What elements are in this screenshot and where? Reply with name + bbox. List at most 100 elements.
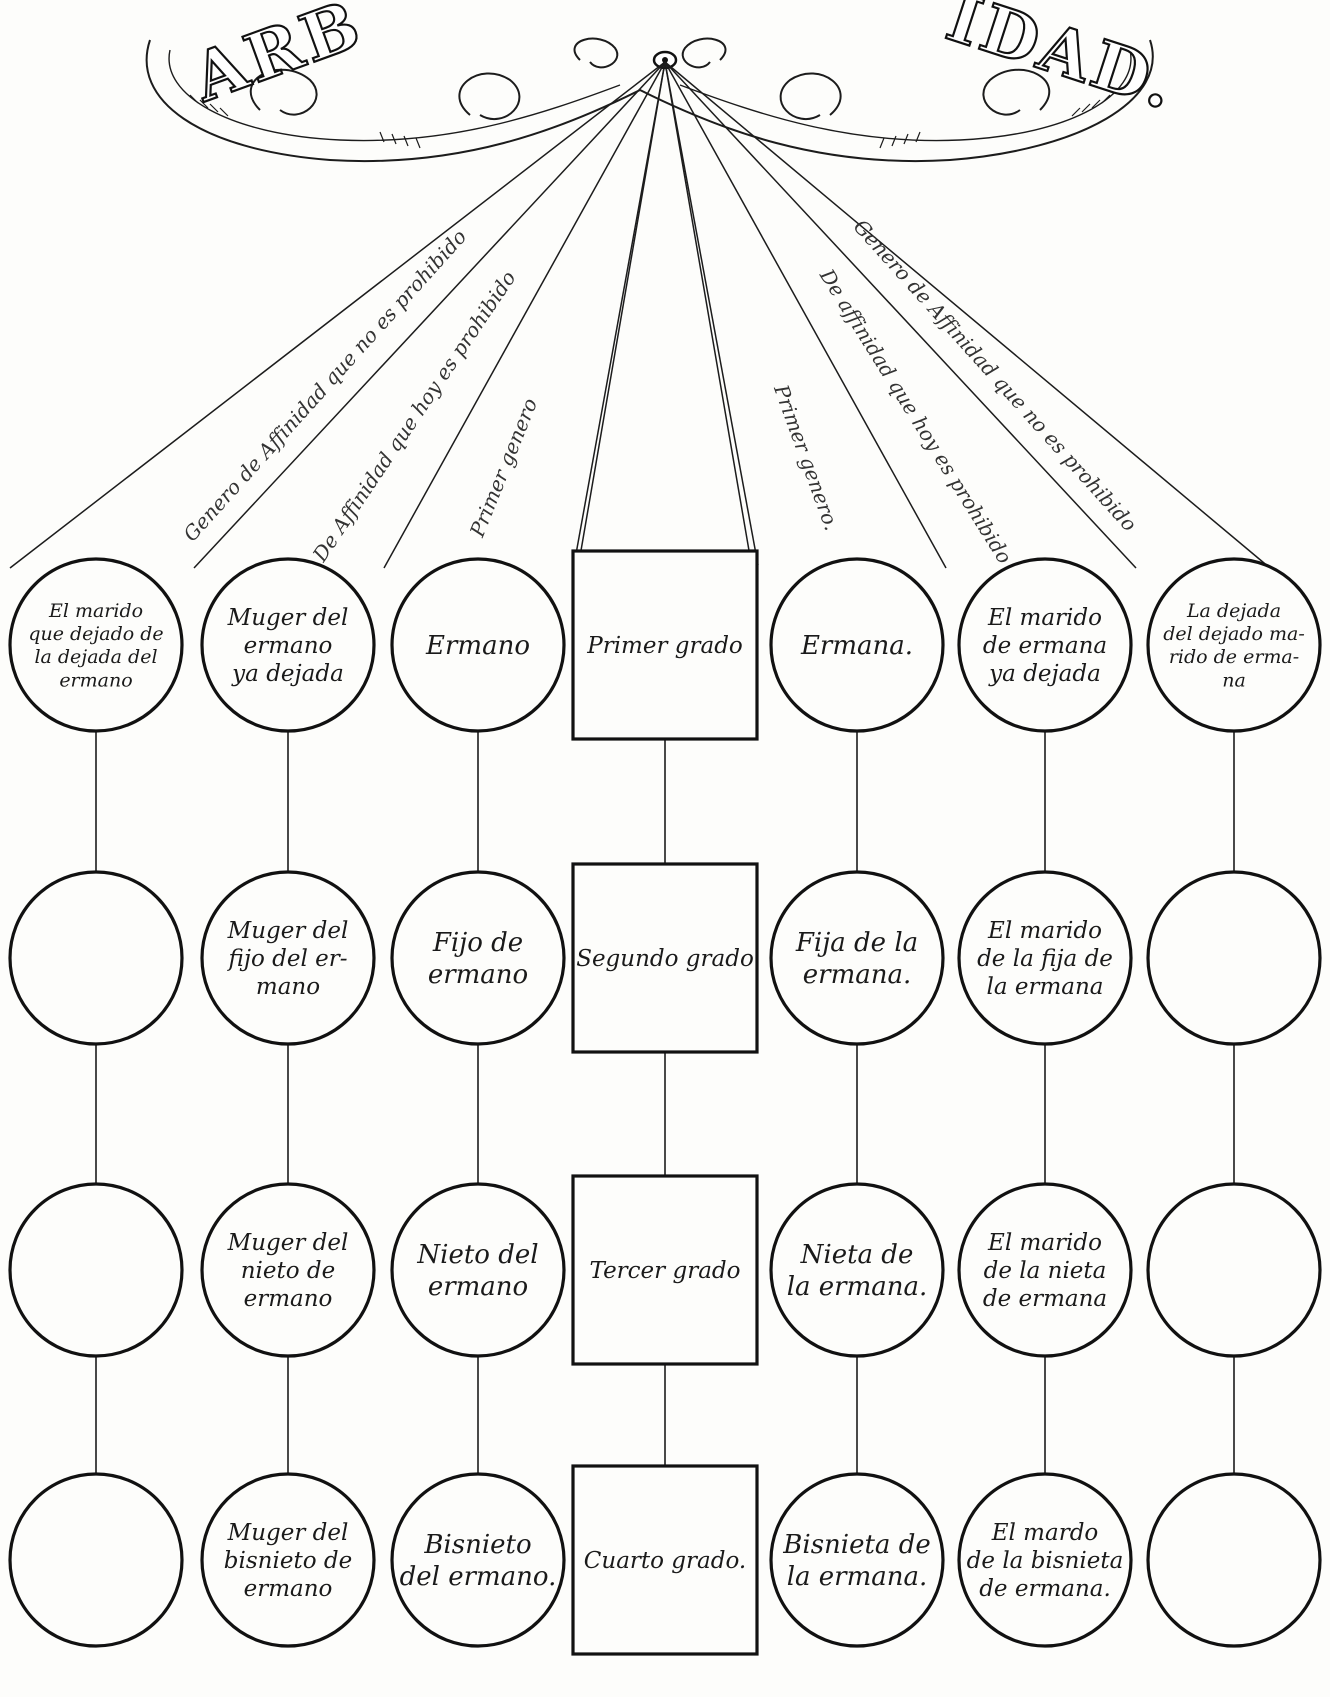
ray-line (9, 61, 666, 569)
apex-dot (662, 57, 668, 63)
connectors-layer (95, 731, 1235, 1474)
relation-node: Ermana. (769, 557, 945, 733)
relation-node (1146, 870, 1322, 1046)
relation-circle (200, 1182, 376, 1358)
node-text-line: que dejado de (28, 623, 163, 645)
node-text-line: na (1222, 669, 1246, 691)
relation-node (1146, 1182, 1322, 1358)
relation-circle (957, 557, 1133, 733)
rays-layer (9, 61, 1271, 569)
relation-circle (8, 1182, 184, 1358)
relation-circle (200, 1472, 376, 1648)
ray-line (664, 61, 753, 569)
ray-line (573, 61, 666, 566)
relation-circle (8, 870, 184, 1046)
grade-rect (571, 549, 759, 741)
grade-box: Primer grado (571, 549, 759, 741)
node-text-line: Ermano (425, 631, 530, 661)
node-text-line: bisnieto de (224, 1548, 352, 1574)
node-text-line: Nieto del (416, 1240, 538, 1270)
node-text-line: Muger del (227, 605, 349, 631)
relation-circle (390, 1472, 566, 1648)
relation-circle (1146, 1472, 1322, 1648)
relation-node (1146, 1472, 1322, 1648)
node-text-line: Fija de la (795, 928, 918, 958)
node-text-line: Ermana. (800, 631, 913, 661)
ray-line (383, 61, 666, 569)
node-text-line: Fijo de (432, 928, 523, 958)
relation-circle (8, 1472, 184, 1648)
ray-line (664, 61, 1271, 569)
relation-circle (200, 557, 376, 733)
node-text-line: del dejado ma- (1163, 623, 1305, 645)
grade-rect (571, 1174, 759, 1366)
node-text-line: Nieta de (800, 1240, 914, 1270)
node-text-line: Segundo grado (576, 946, 754, 972)
relation-circle (200, 870, 376, 1046)
ray-line (664, 61, 759, 566)
node-text-line: El marido (987, 605, 1102, 631)
band-labels-layer: Genero de Affinidad que no es prohibidoD… (178, 215, 1141, 568)
node-text-line: de ermana. (979, 1576, 1111, 1602)
relation-circle (1146, 870, 1322, 1046)
node-text-line: El marido (987, 918, 1102, 944)
relation-circle (769, 557, 945, 733)
ray-line (664, 61, 1137, 569)
title-flourish-ornament (145, 37, 1154, 163)
node-text-line: Primer grado (586, 633, 743, 659)
relation-circle (957, 1472, 1133, 1648)
node-text-line: Muger del (227, 918, 349, 944)
node-text-line: El marido (48, 600, 143, 622)
node-text-line: ermano (244, 1576, 333, 1602)
node-text-line: la ermana. (787, 1562, 928, 1592)
grade-rect (571, 1464, 759, 1656)
node-text-line: de ermana (983, 1286, 1107, 1312)
node-text-line: fijo del er- (226, 946, 347, 972)
title-left-fragment: ARB (182, 0, 373, 117)
band-label: Primer genero (464, 395, 542, 541)
node-text-line: Bisnieta de (782, 1530, 930, 1560)
node-text-line: Tercer grado (590, 1258, 741, 1284)
node-text-line: del ermano. (400, 1562, 557, 1592)
relation-circle (1146, 557, 1322, 733)
relation-circle (8, 557, 184, 733)
node-text-line: la ermana (986, 974, 1103, 1000)
relation-node (8, 870, 184, 1046)
node-text-line: La dejada (1186, 600, 1281, 622)
node-text-line: la dejada del (34, 646, 157, 668)
node-text-line: El mardo (991, 1520, 1099, 1546)
relation-circle (390, 1182, 566, 1358)
node-text-line: Muger del (227, 1520, 349, 1546)
title-right-fragment: IDAD. (938, 0, 1188, 125)
node-text-line: ermana. (803, 960, 911, 990)
relation-circle (390, 870, 566, 1046)
relation-circle (1146, 1182, 1322, 1358)
relation-node: Ermano (390, 557, 566, 733)
node-text-line: ya dejada (988, 661, 1101, 687)
node-text-line: Bisnieto (423, 1530, 531, 1560)
relation-circle (769, 1472, 945, 1648)
relation-circle (957, 1182, 1133, 1358)
relation-circle (769, 870, 945, 1046)
relation-circle (769, 1182, 945, 1358)
node-text-line: mano (256, 974, 320, 1000)
node-text-line: ya dejada (231, 661, 344, 687)
node-text-line: ermano (428, 960, 528, 990)
grade-box: Cuarto grado. (571, 1464, 759, 1656)
node-text-line: de la bisnieta (967, 1548, 1124, 1574)
